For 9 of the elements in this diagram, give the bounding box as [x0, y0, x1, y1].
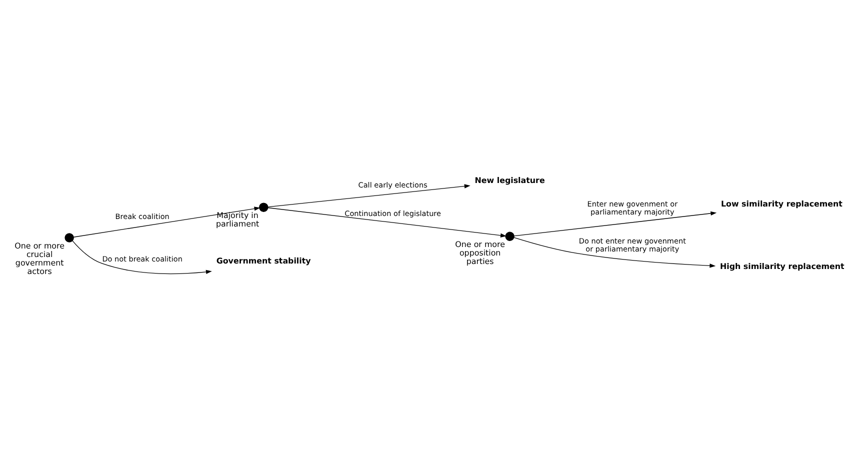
arrow	[73, 206, 260, 238]
arrow	[514, 211, 717, 236]
arrow	[514, 237, 716, 268]
arrow	[268, 207, 506, 238]
node-circle	[64, 233, 74, 242]
node-circle	[259, 202, 268, 212]
arrow	[268, 184, 470, 208]
arrow	[72, 240, 212, 274]
node-circle	[505, 232, 514, 242]
